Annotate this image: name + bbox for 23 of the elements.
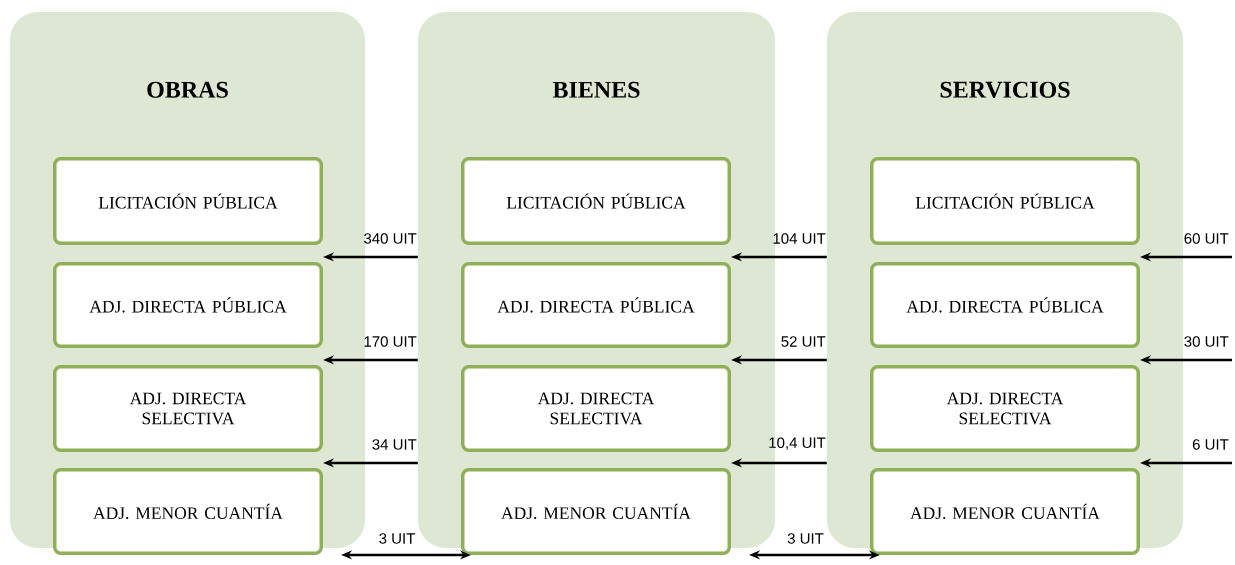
threshold-label: 52 UIT xyxy=(781,336,826,347)
procedure-box: LICITACIÓN PÚBLICA xyxy=(461,157,731,245)
procedure-box: ADJ. DIRECTA SELECTIVA xyxy=(53,365,323,452)
procedure-box: ADJ. MENOR CUANTÍA xyxy=(461,468,731,555)
threshold-label: 10,4 UIT xyxy=(769,437,826,450)
threshold-label: 30 UIT xyxy=(1184,336,1229,347)
procedure-box: ADJ. MENOR CUANTÍA xyxy=(870,468,1140,555)
threshold-label: 34 UIT xyxy=(372,439,417,450)
procedure-box: LICITACIÓN PÚBLICA xyxy=(53,157,323,245)
threshold-label: 104 UIT xyxy=(773,233,826,244)
threshold-label: 3 UIT xyxy=(787,533,824,544)
threshold-label: 6 UIT xyxy=(1192,439,1229,450)
threshold-label: 3 UIT xyxy=(379,533,415,544)
threshold-label: 340 UIT xyxy=(364,233,417,244)
procedure-box: ADJ. DIRECTA SELECTIVA xyxy=(461,365,731,452)
procedure-box: ADJ. DIRECTA PÚBLICA xyxy=(870,262,1140,348)
procedure-box: ADJ. DIRECTA PÚBLICA xyxy=(53,262,323,348)
procedure-box: LICITACIÓN PÚBLICA xyxy=(870,157,1140,245)
threshold-label: 170 UIT xyxy=(364,336,417,347)
threshold-label: 60 UIT xyxy=(1184,233,1229,244)
procedure-box: ADJ. DIRECTA PÚBLICA xyxy=(461,262,731,348)
procedure-box: ADJ. MENOR CUANTÍA xyxy=(53,468,323,555)
procedure-box: ADJ. DIRECTA SELECTIVA xyxy=(870,365,1140,452)
